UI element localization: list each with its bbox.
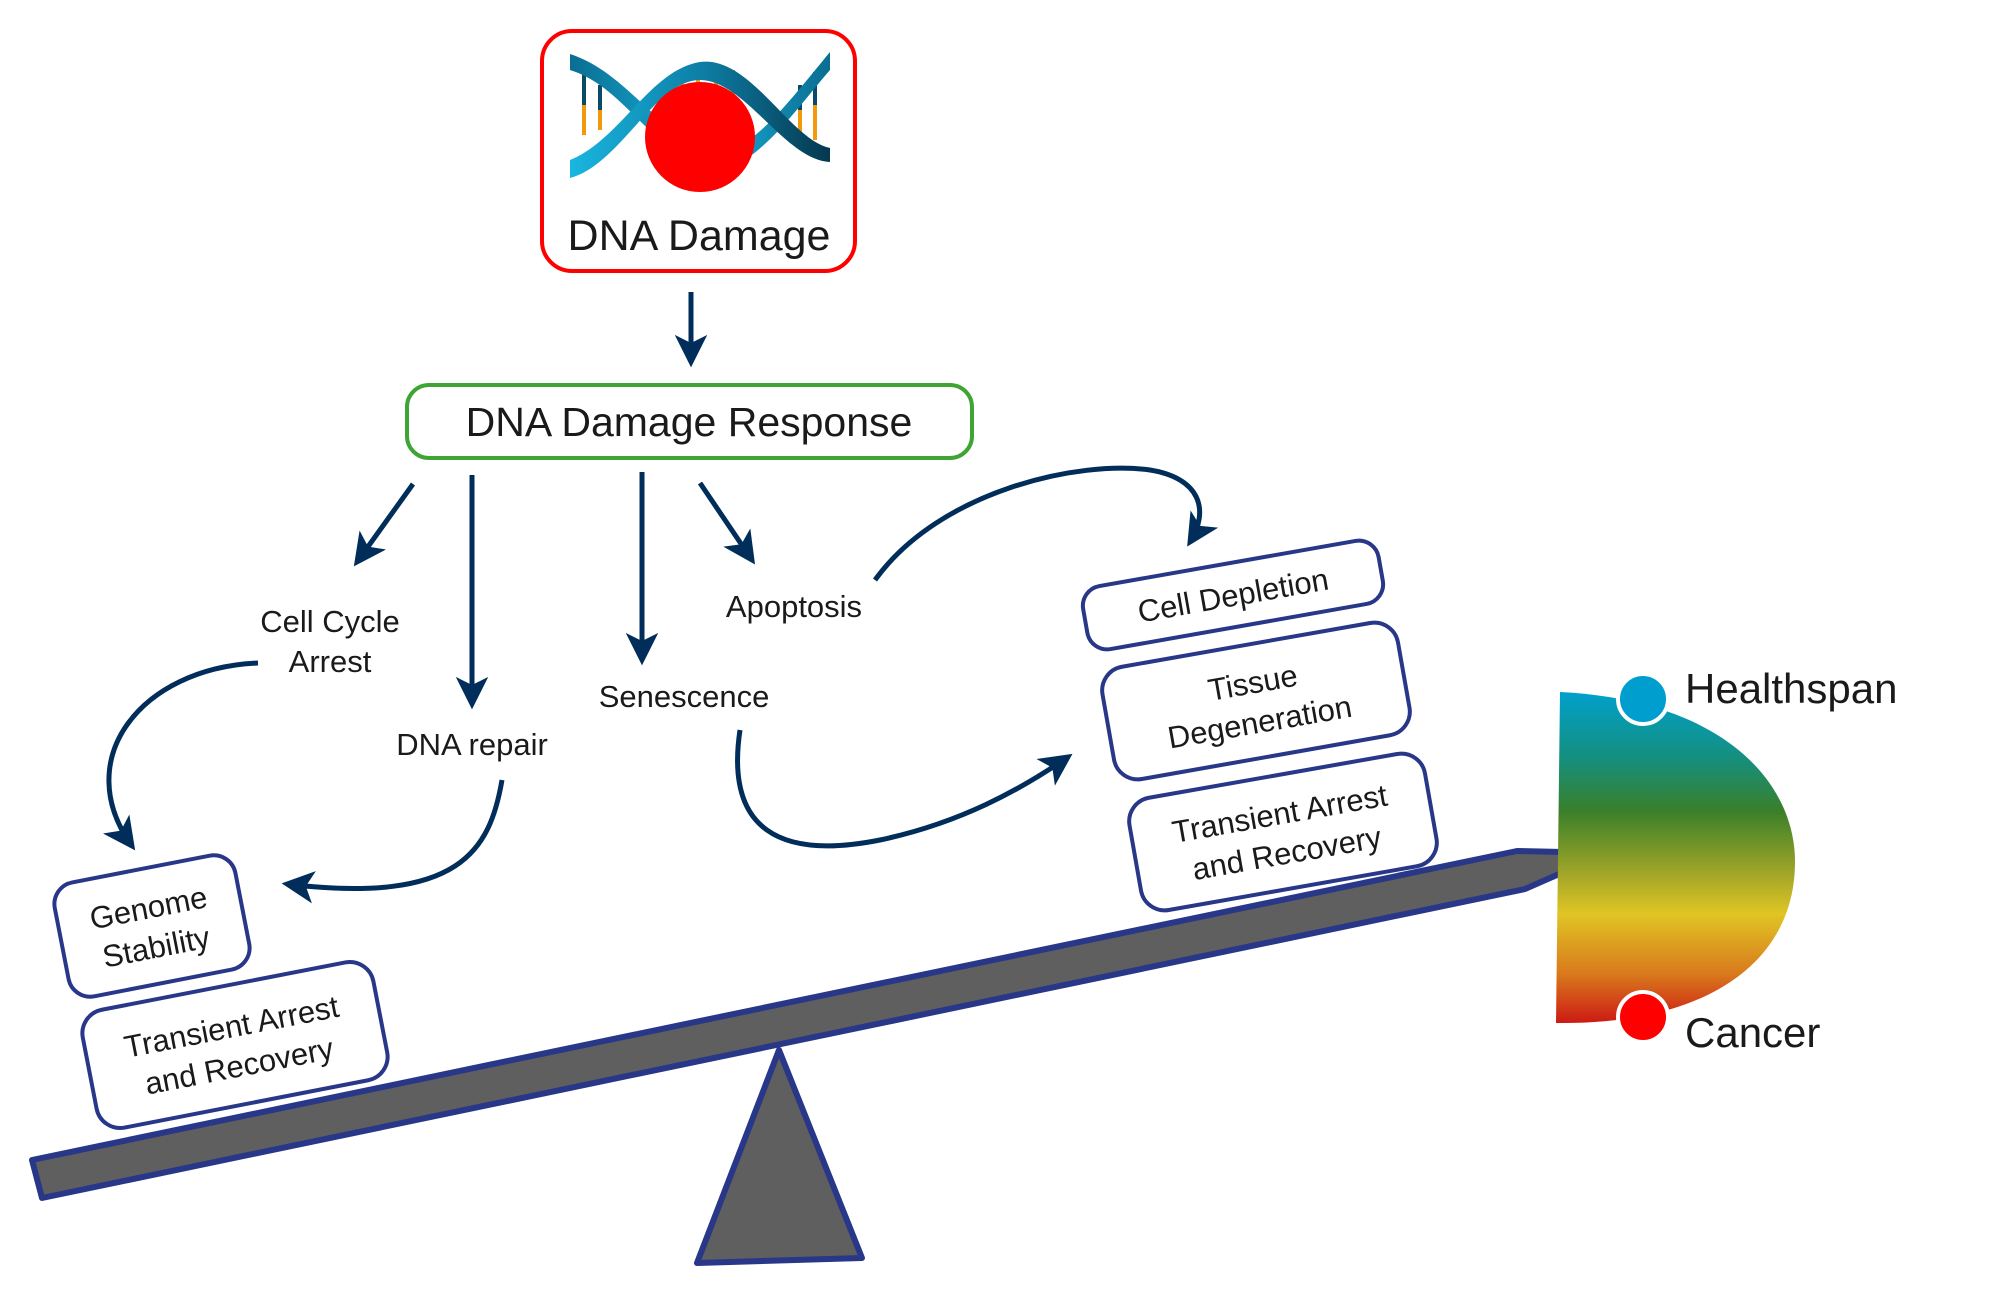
dna-lesion-icon (645, 82, 755, 192)
dna-damage-label: DNA Damage (568, 212, 831, 260)
right-pan-box-transient-arrest: Transient Arrest and Recovery (1127, 751, 1439, 913)
cell-cycle-arrest-label-line1: Cell Cycle (260, 604, 400, 639)
dna-damage-node: DNA Damage (540, 29, 857, 273)
left-pan-box-transient-arrest: Transient Arrest and Recovery (80, 960, 390, 1130)
apoptosis-label: Apoptosis (726, 589, 862, 624)
arrow-senescence-to-tissue-degeneration (735, 729, 1073, 849)
healthspan-dot-icon (1616, 672, 1670, 726)
dna-damage-response-node: DNA Damage Response (405, 383, 974, 460)
dna-repair-label: DNA repair (396, 727, 548, 762)
dna-helix-icon (570, 52, 830, 178)
senescence-label: Senescence (599, 679, 770, 714)
cell-cycle-arrest-label-line2: Arrest (289, 644, 372, 679)
healthspan-cancer-gauge: Healthspan Cancer (1556, 665, 1897, 1056)
cancer-dot-icon (1616, 990, 1670, 1044)
healthspan-label: Healthspan (1685, 665, 1897, 712)
cancer-label: Cancer (1685, 1009, 1820, 1056)
gauge-half-disc (1556, 692, 1795, 1024)
dna-damage-response-box (405, 383, 974, 460)
arrow-dna-repair-to-genome-stability (281, 779, 505, 904)
arrow-apoptosis-to-cell-depletion (872, 465, 1219, 582)
left-pan-box-genome-stability: Genome Stability (52, 853, 252, 999)
dna-damage-response-label: DNA Damage Response (466, 399, 913, 445)
seesaw-fulcrum (694, 1047, 865, 1266)
arrow-to-apoptosis (697, 481, 756, 565)
right-pan-box-tissue-degeneration: Tissue Degeneration (1100, 620, 1412, 782)
arrow-cell-cycle-to-genome-stability (102, 660, 259, 851)
arrow-to-cell-cycle-arrest (353, 482, 416, 567)
